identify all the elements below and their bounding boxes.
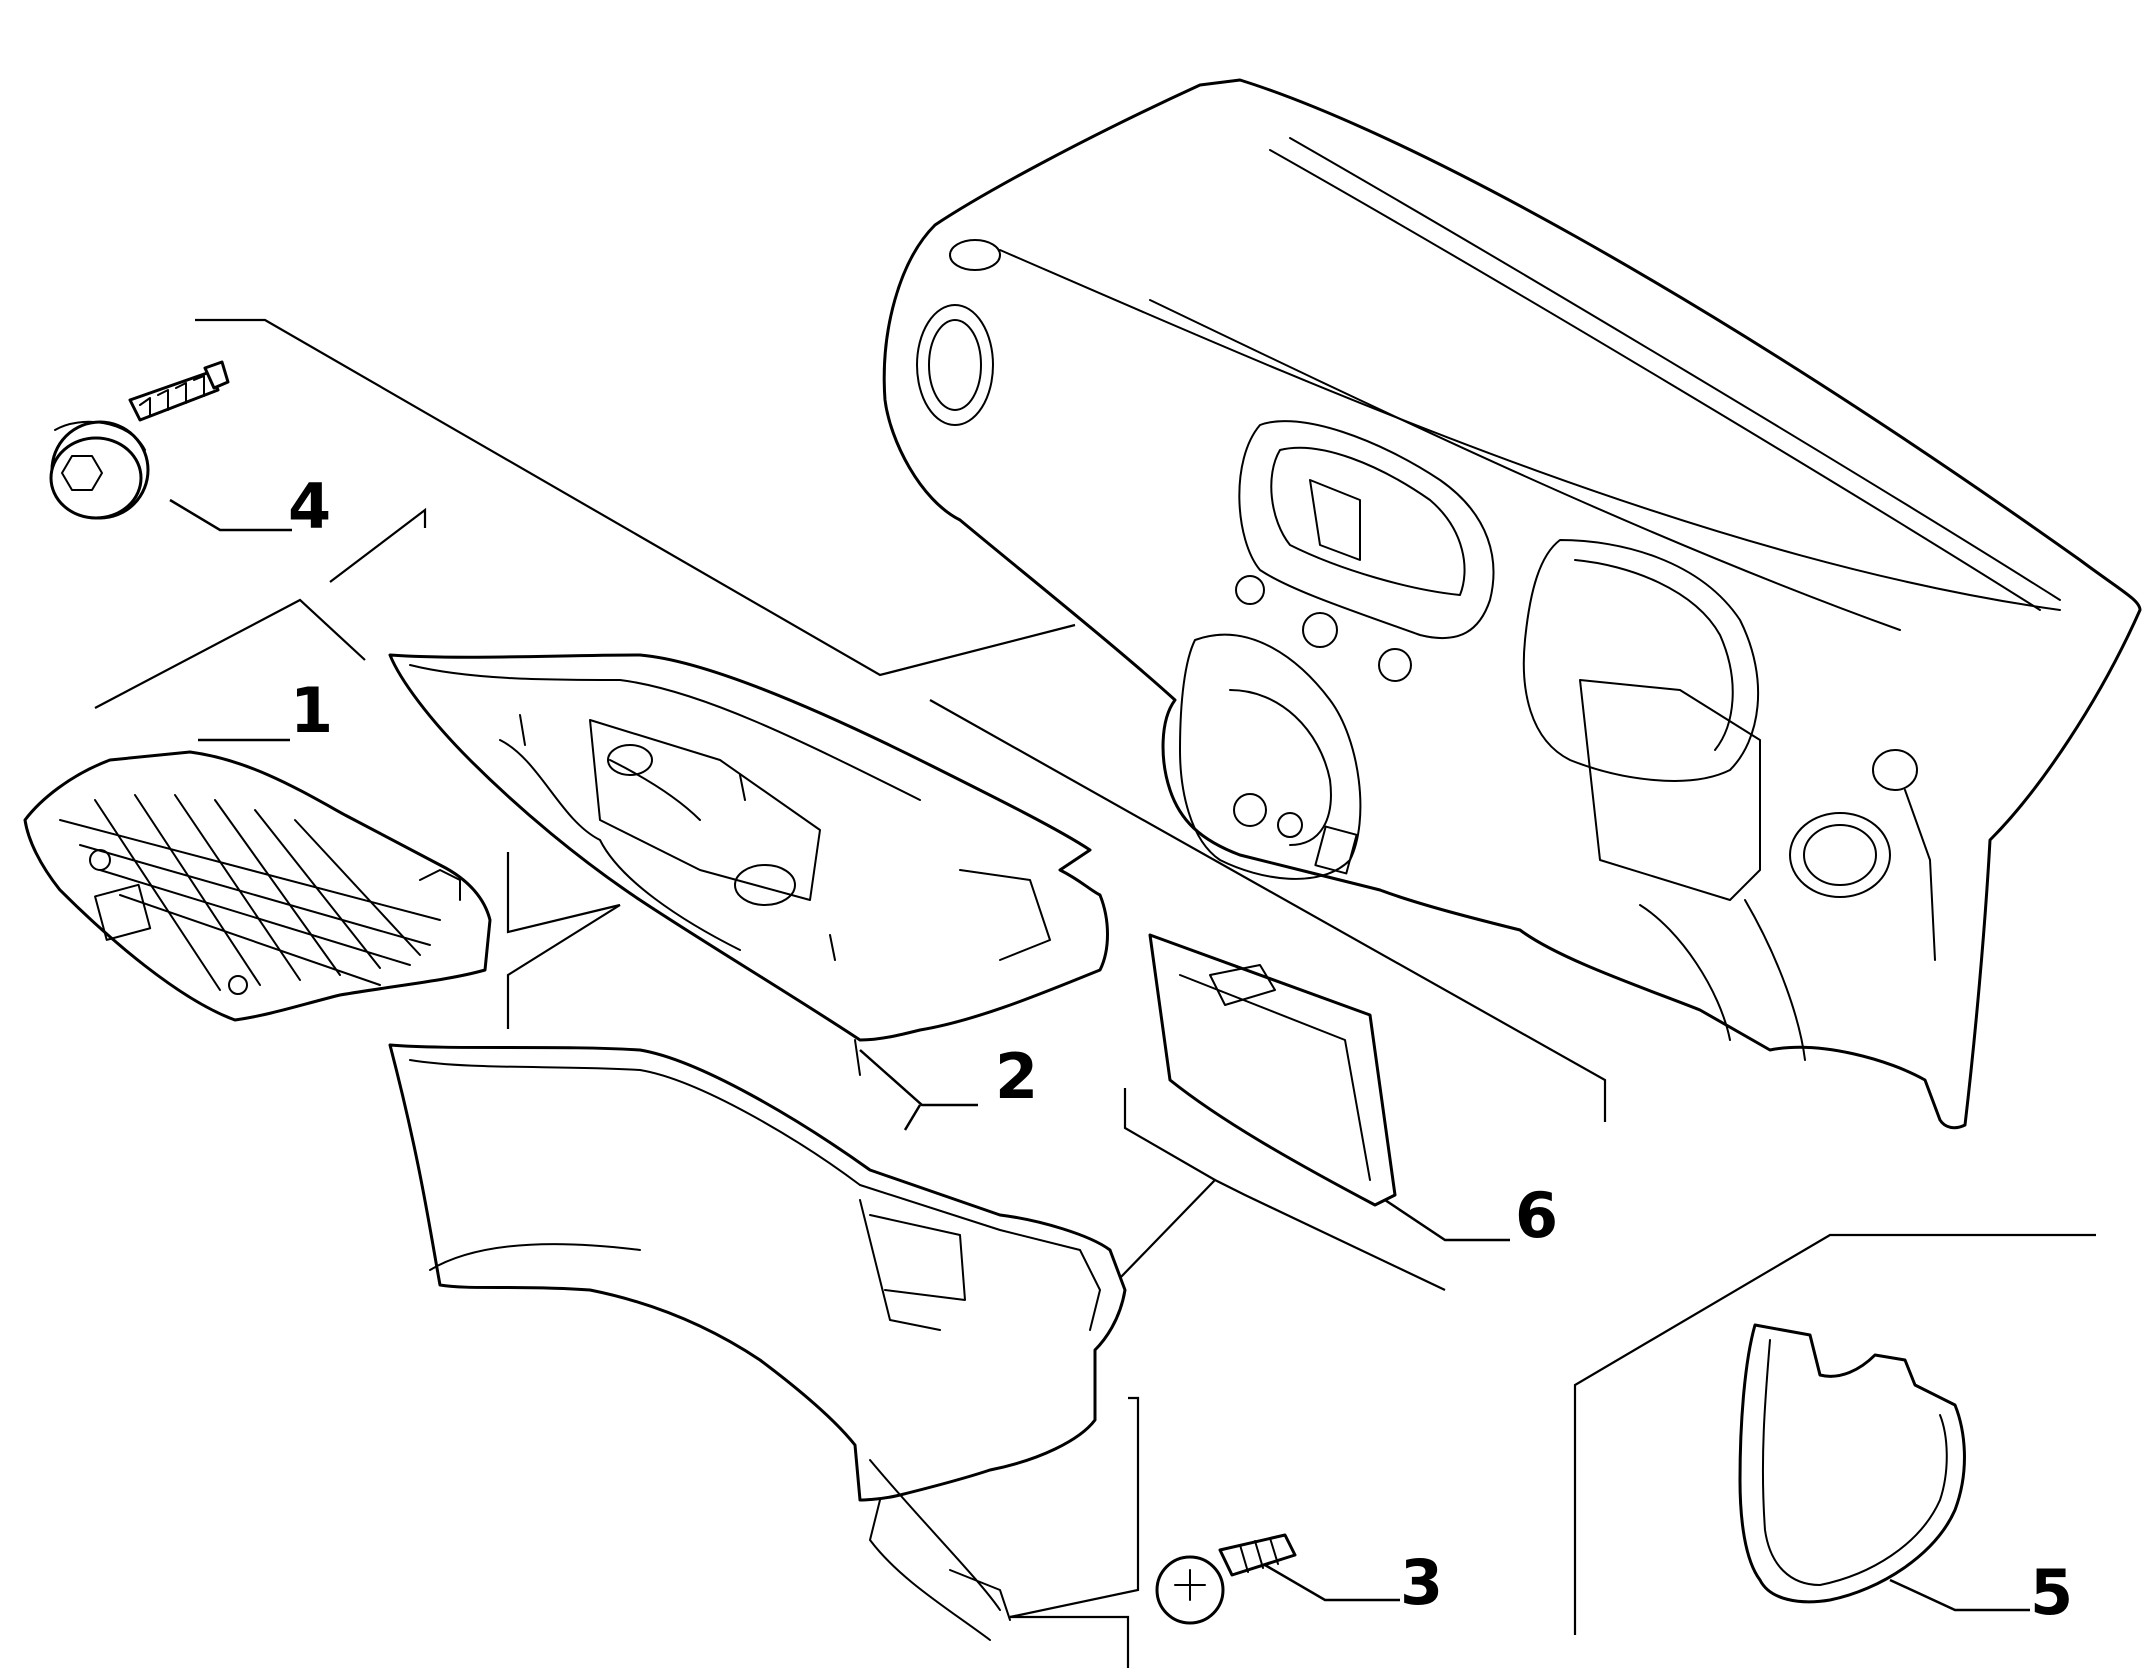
bracket-frame-a	[94, 598, 366, 709]
bolt-part	[49, 360, 230, 520]
leader-3	[1264, 1563, 1400, 1602]
leader-5	[1889, 1578, 2030, 1612]
bracket-screw-a	[1009, 1396, 1140, 1619]
glovebox-bin-part	[388, 1043, 1127, 1641]
bracket-bin-b	[506, 904, 621, 1029]
bracket-dash-right	[929, 699, 1607, 1122]
trim-cover-part	[1738, 1323, 1966, 1604]
bracket-bin-a	[506, 852, 621, 934]
leader-6	[1384, 1198, 1510, 1242]
callout-1: 1	[290, 674, 333, 747]
leader-4	[169, 498, 292, 532]
assembly-lines	[94, 318, 2096, 1668]
leader-2b	[903, 1104, 922, 1131]
bracket-top	[195, 318, 1076, 677]
leader-2	[859, 1049, 978, 1107]
callout-4: 4	[288, 470, 331, 543]
callout-labels: 1 2 3 4 5 6	[288, 470, 2073, 1629]
callout-leaders	[169, 498, 2030, 1612]
cover-plate-part	[1148, 933, 1397, 1207]
ventilated-cover-part	[23, 750, 492, 1022]
callout-2: 2	[995, 1040, 1038, 1113]
callout-6: 6	[1515, 1179, 1558, 1252]
bracket-screw-b	[1010, 1615, 1130, 1668]
bracket-cover-b	[1119, 1178, 1446, 1291]
callout-5: 5	[2030, 1556, 2073, 1629]
bracket-trim	[1573, 1233, 2096, 1635]
glovebox-frame-part	[388, 653, 1109, 1076]
dashboard-assembly	[882, 78, 2142, 1130]
bracket-cover-a	[1123, 1088, 1216, 1181]
bracket-frame-b	[329, 507, 427, 583]
screw-part	[1155, 1533, 1297, 1625]
callout-3: 3	[1400, 1546, 1443, 1619]
